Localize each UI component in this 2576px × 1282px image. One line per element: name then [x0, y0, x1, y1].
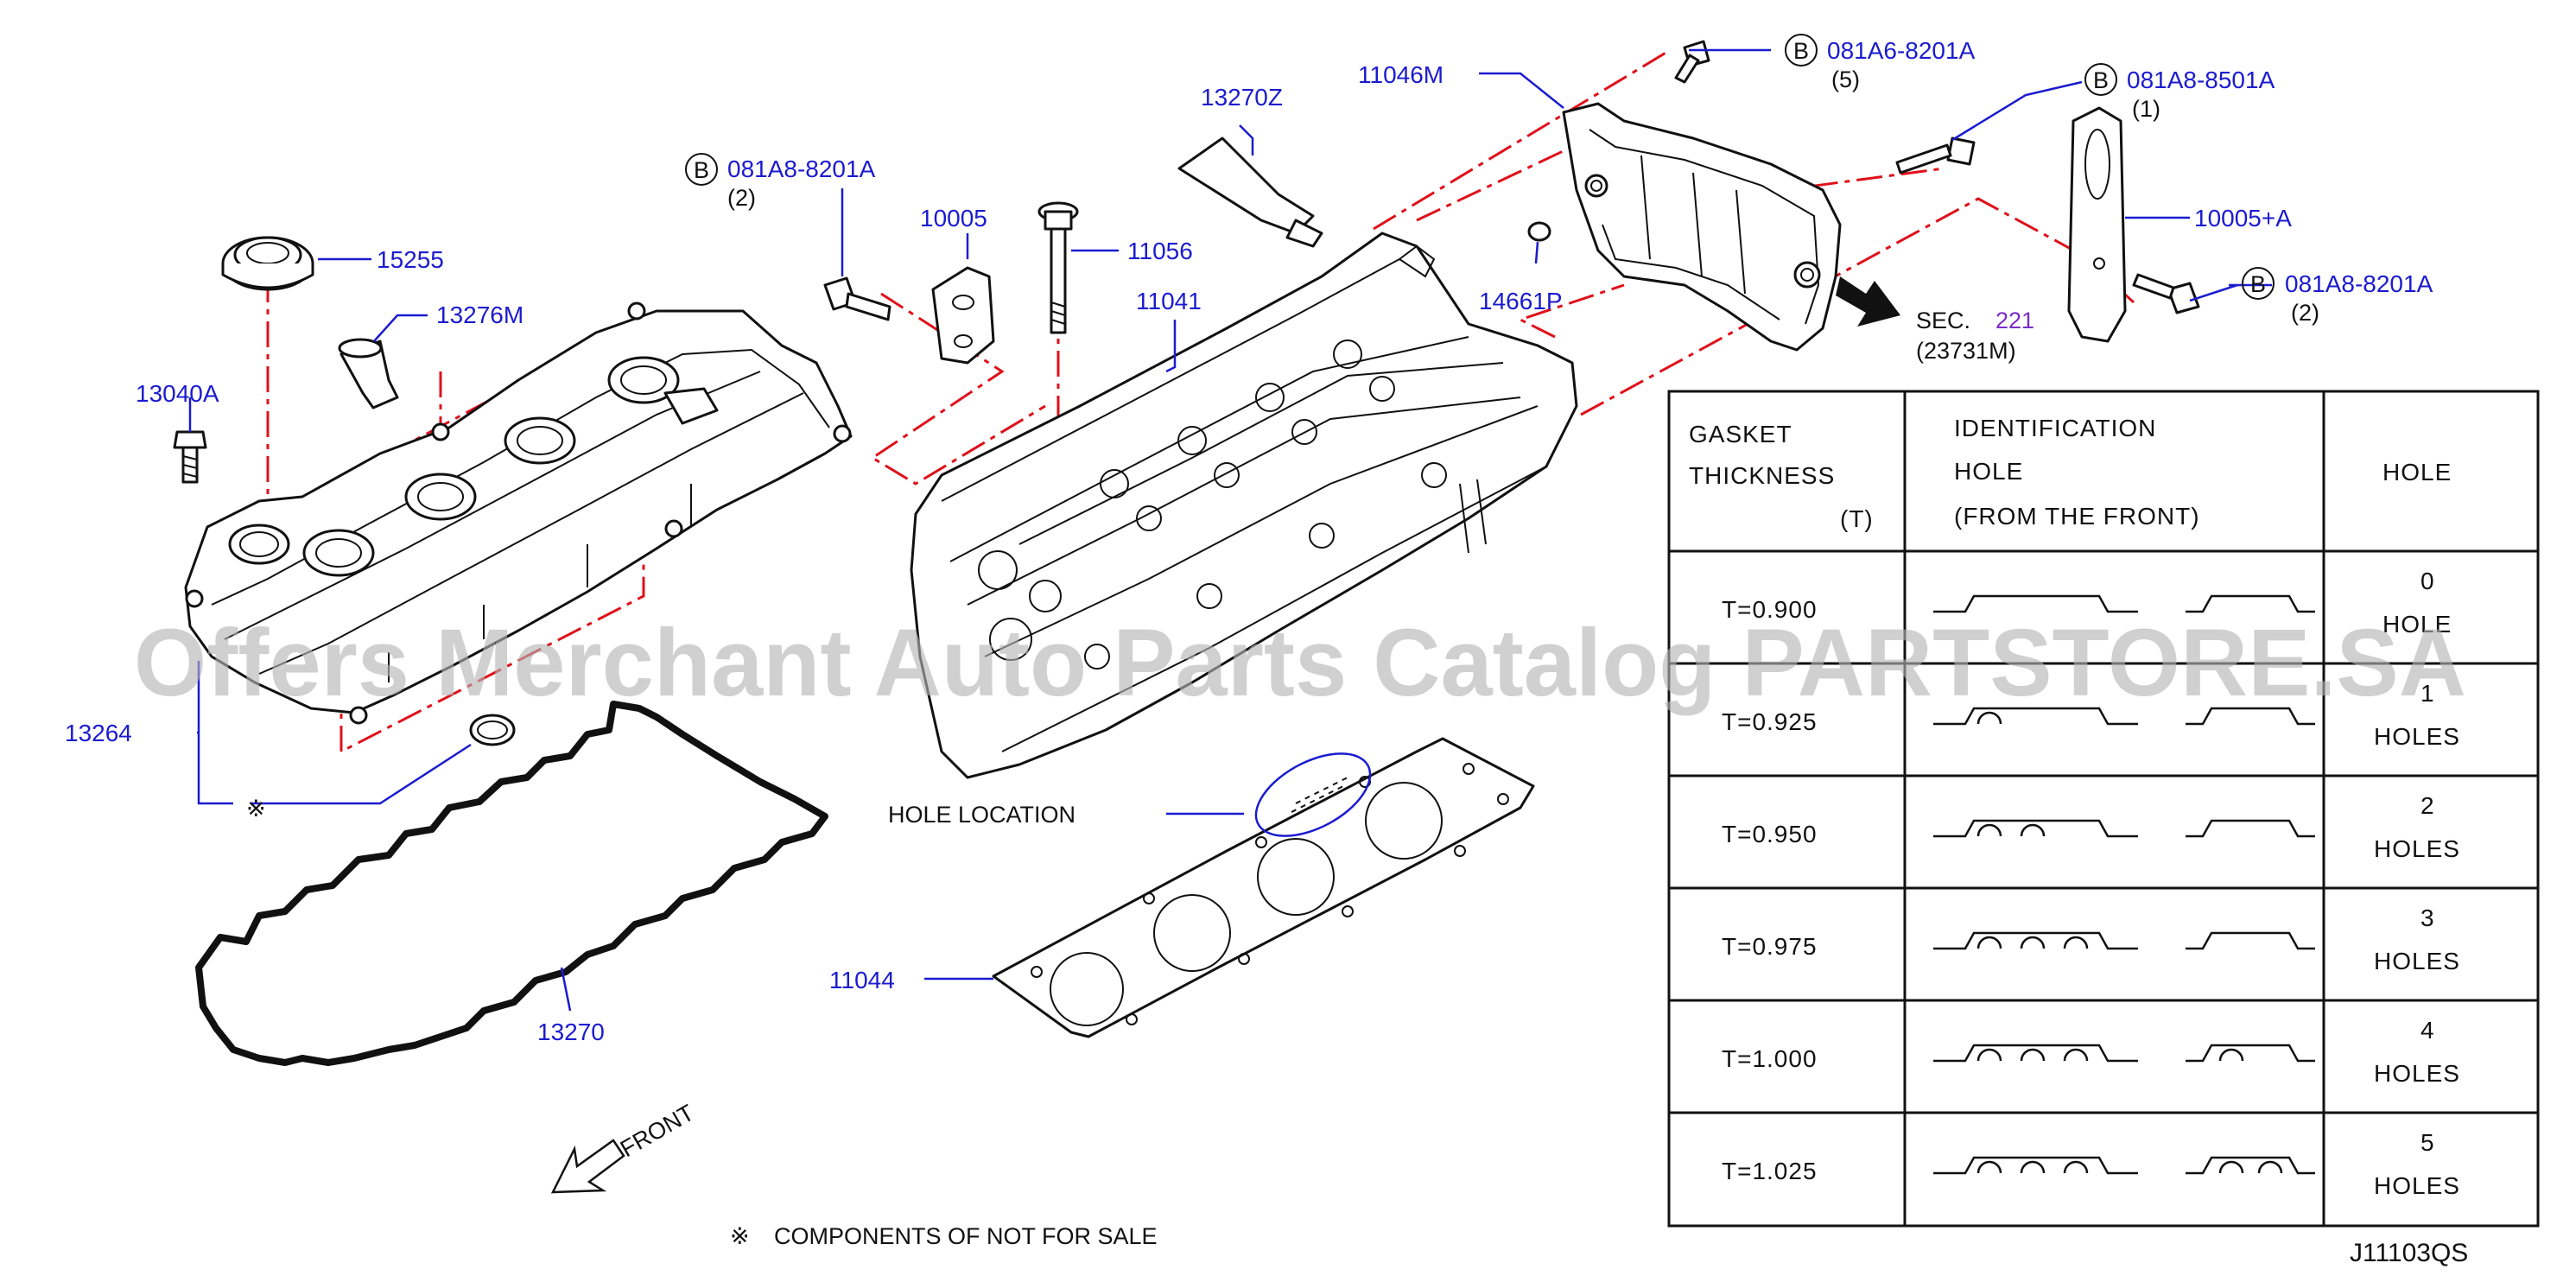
o-ring-part [469, 714, 516, 746]
row-hole-count: 5 [2421, 1129, 2435, 1156]
row-thickness: T=0.975 [1722, 933, 1818, 960]
row-hole-count: 2 [2421, 792, 2435, 819]
valve-cover-part [184, 301, 853, 725]
head-gasket-part [992, 737, 1535, 1038]
row-thickness: T=0.950 [1722, 821, 1818, 847]
bolt-081a8-8501a-part [1895, 136, 1976, 175]
label-front: FRONT [616, 1100, 699, 1162]
diagram-code: J11103QS [2350, 1239, 2468, 1267]
bracket-10005a-part [2067, 106, 2127, 343]
label-13270z: 13270Z [1201, 84, 1283, 111]
label-13040a: 13040A [136, 380, 219, 407]
bolt-081a8-8201a-part [823, 276, 891, 321]
row-hole-count: 3 [2421, 904, 2435, 931]
row-hole-unit: HOLES [2374, 1172, 2460, 1199]
note-text: COMPONENTS OF NOT FOR SALE [774, 1223, 1158, 1249]
hole-location-marker [1254, 752, 1372, 837]
bolt-badges [685, 34, 2275, 300]
label-11041: 11041 [1136, 288, 1202, 314]
row-hole-count: 4 [2421, 1017, 2435, 1044]
label-13270: 13270 [537, 1019, 605, 1045]
bolt-081a6-8201a-part [1674, 40, 1710, 84]
row-thickness: T=0.900 [1722, 596, 1818, 623]
bolt-081a8-8201a-right-part [2132, 273, 2200, 314]
front-cover-11046m-part [1562, 102, 1842, 352]
label-sec-number: 221 [1995, 308, 2034, 333]
label-081a6-8201a-qty: (5) [1831, 67, 1860, 92]
table-header-gasket-2: THICKNESS [1689, 462, 1835, 489]
table-header-gasket-1: GASKET [1689, 421, 1792, 447]
label-13276m: 13276M [436, 301, 523, 328]
sealant-tube-13270z-part [1177, 136, 1323, 248]
row-hole-unit: HOLES [2374, 723, 2460, 750]
bolt-badge-top: B [694, 157, 709, 183]
label-note-mark: ※ [246, 796, 266, 822]
table-header-ident-3: (FROM THE FRONT) [1954, 503, 2200, 530]
callout-leaders [188, 48, 2272, 1012]
label-081a8-8201a-right-qty: (2) [2291, 300, 2319, 326]
label-11046m: 11046M [1358, 61, 1443, 88]
bolt-badge-8501: B [2093, 67, 2109, 93]
label-081a8-8201a-top-qty: (2) [727, 185, 756, 211]
row-thickness: T=1.000 [1722, 1045, 1818, 1072]
row-thickness: T=0.925 [1722, 708, 1818, 735]
label-10005a: 10005+A [2194, 205, 2292, 232]
table-header-gasket-3: (T) [1840, 505, 1874, 532]
label-11044: 11044 [829, 967, 895, 993]
table-row: T=0.900 0 HOLE [1722, 568, 2452, 638]
row-thickness: T=1.025 [1722, 1158, 1818, 1184]
label-13264: 13264 [65, 720, 132, 746]
note-mark-bottom: ※ [730, 1223, 750, 1250]
row-hole-unit: HOLES [2374, 835, 2460, 862]
table-header-ident-2: HOLE [1954, 458, 2023, 485]
label-hole-location: HOLE LOCATION [888, 802, 1075, 828]
oil-filler-cap-part [221, 236, 314, 291]
table-row: T=1.000 4 HOLES [1722, 1017, 2460, 1087]
label-15255: 15255 [377, 246, 444, 273]
sec-arrow [1836, 276, 1900, 327]
row-hole-unit: HOLES [2374, 948, 2460, 974]
row-hole-unit: HOLE [2382, 611, 2452, 638]
table-header-ident-1: IDENTIFICATION [1954, 415, 2156, 441]
label-14661p: 14661P [1479, 288, 1563, 314]
label-081a6-8201a: 081A6-8201A [1827, 37, 1976, 64]
bracket-10005-part [931, 266, 995, 365]
table-row: T=0.925 1 HOLES [1722, 680, 2460, 750]
bolt-13040a-part [173, 430, 207, 484]
rocker-cover-gasket-part [195, 701, 828, 1066]
row-hole-unit: HOLES [2374, 1060, 2460, 1087]
label-11056: 11056 [1127, 238, 1193, 264]
plug-14661p-part [1527, 221, 1551, 242]
bolt-badge-right: B [2250, 271, 2266, 297]
label-081a8-8201a-top: 081A8-8201A [727, 155, 876, 182]
front-arrow-icon [550, 1139, 625, 1194]
seal-13276m-part [338, 338, 399, 409]
watermark: Offers Merchant Auto Parts Catalog PARTS… [134, 610, 2466, 716]
row-hole-count: 0 [2421, 568, 2435, 594]
label-sec-ref: (23731M) [1916, 338, 2016, 364]
cylinder-head-part [910, 232, 1578, 779]
head-bolt-11056-part [1037, 201, 1079, 334]
label-10005: 10005 [920, 205, 987, 232]
table-row: T=1.025 5 HOLES [1722, 1129, 2460, 1199]
bolt-badge-a6: B [1793, 38, 1809, 64]
row-hole-count: 1 [2421, 680, 2435, 707]
table-row: T=0.975 3 HOLES [1722, 904, 2460, 974]
o-ring-inner [477, 720, 508, 739]
label-081a8-8501a: 081A8-8501A [2127, 67, 2275, 93]
label-081a8-8201a-right: 081A8-8201A [2285, 270, 2433, 297]
label-sec: SEC. [1916, 308, 1970, 333]
label-081a8-8501a-qty: (1) [2132, 96, 2160, 122]
table-header-hole: HOLE [2382, 459, 2452, 486]
gasket-thickness-table [1667, 390, 2540, 1228]
table-row: T=0.950 2 HOLES [1722, 792, 2460, 862]
